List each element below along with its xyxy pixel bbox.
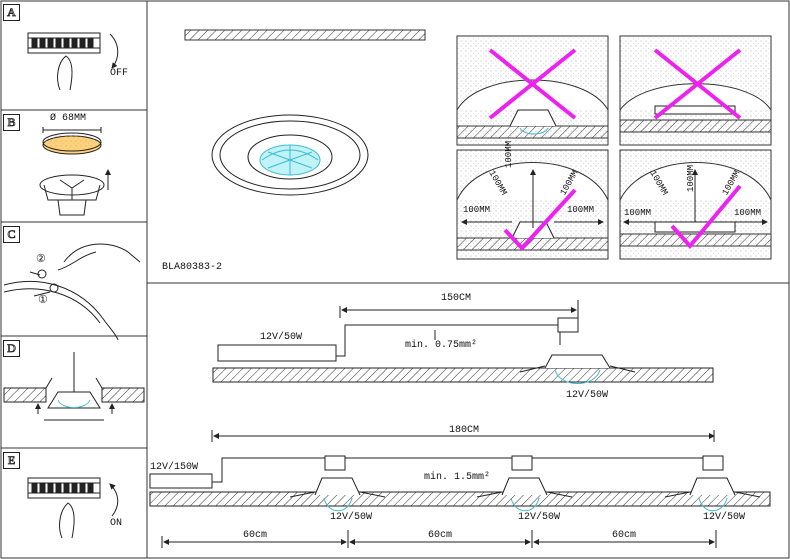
clearance-panel-bad-2 [619, 35, 772, 146]
single-wire: min. 0.75mm² [405, 340, 478, 351]
multi-length: 180CM [449, 425, 480, 436]
step-b-lamp [39, 127, 111, 216]
step-b-badge: B [3, 114, 20, 131]
wiring-single [212, 300, 714, 384]
step-a-badge: A [3, 4, 20, 21]
multi-driver: 12V/150W [150, 462, 199, 473]
ok1-right: 100MM [567, 205, 595, 215]
multi-lamp-1: 12V/50W [330, 512, 373, 523]
ok2-right: 100MM [734, 208, 762, 218]
step-c-wiring [3, 243, 141, 341]
multi-lamp-3: 12V/50W [703, 512, 746, 523]
clearance-panel-ok-2 [619, 149, 772, 260]
downlight-drawing [211, 114, 369, 196]
multi-wire: min. 1.5mm² [424, 472, 491, 483]
clearance-panel-bad-1 [456, 35, 609, 146]
model-code: BLA80383-2 [162, 262, 223, 273]
spacing-2: 60cm [428, 530, 453, 541]
step-a-breakers [27, 32, 119, 91]
single-length: 150CM [441, 293, 472, 304]
c-marker-2: ② [36, 252, 46, 265]
off-label: OFF [110, 68, 129, 79]
step-d-badge: D [3, 340, 20, 357]
clearance-panel-ok-1 [456, 149, 609, 260]
single-driver: 12V/50W [260, 332, 303, 343]
c-marker-1: ① [38, 293, 48, 306]
ok2-left: 100MM [624, 208, 652, 218]
ok2-top: 100MM [686, 164, 696, 192]
step-c-badge: C [3, 226, 20, 243]
ceiling-strip [184, 29, 426, 41]
on-label: ON [110, 518, 123, 529]
step-d-insert [3, 352, 145, 421]
single-lamp: 12V/50W [566, 390, 609, 401]
step-e-breakers [27, 477, 119, 539]
diameter-label: Ø 68MM [50, 113, 87, 124]
spacing-3: 60cm [612, 530, 637, 541]
ok1-left: 100MM [463, 205, 491, 215]
wiring-multi [149, 430, 771, 548]
multi-lamp-2: 12V/50W [518, 512, 561, 523]
spacing-1: 60cm [243, 530, 268, 541]
step-e-badge: E [3, 452, 20, 469]
ok1-top: 100MM [504, 140, 514, 168]
